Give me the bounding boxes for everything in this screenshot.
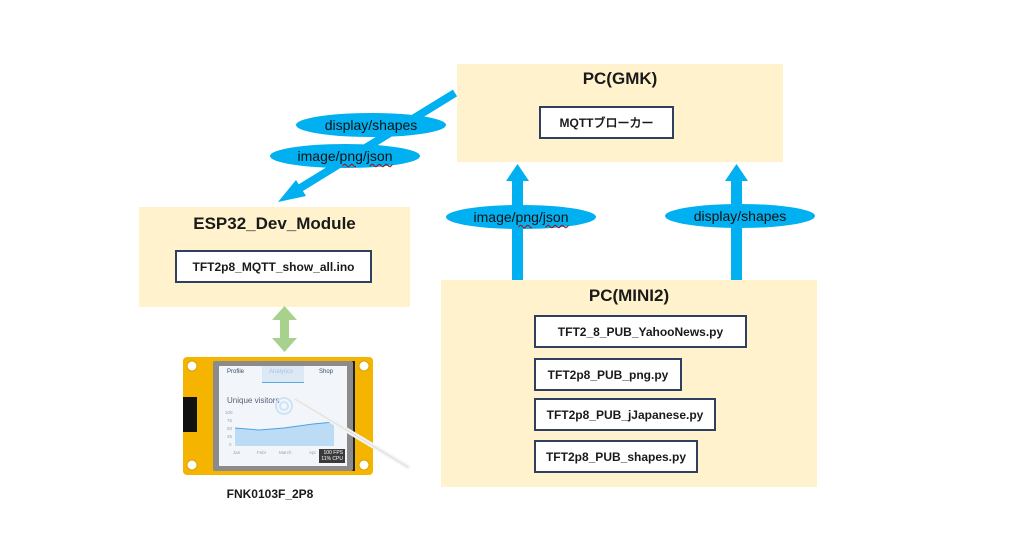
screen-ytick: 75 xyxy=(227,418,233,423)
topic-pill-display-shapes-left: display/shapes xyxy=(296,113,446,137)
screen-tab-analytics: Analytics xyxy=(269,369,294,375)
topic-part: image/ xyxy=(473,209,516,225)
arrow-mini2-to-gmk-image xyxy=(506,164,529,280)
topic-part: json xyxy=(366,148,393,164)
pc-mini2-title: PC(MINI2) xyxy=(588,286,670,305)
arrow-esp32-device-serial xyxy=(272,306,297,352)
screen-xtick: Jan xyxy=(233,450,241,455)
topic-pill-display-shapes-right: display/shapes xyxy=(665,204,815,228)
topic-part: image/ xyxy=(297,148,340,164)
mqtt-broker-box: MQTTブローカー xyxy=(539,106,674,139)
screen-ytick: 50 xyxy=(227,426,233,431)
topic-part: png xyxy=(339,148,363,164)
screen-fps: 100 FPS xyxy=(323,450,343,456)
script-yahoonews-box: TFT2_8_PUB_YahooNews.py xyxy=(534,315,747,348)
pc-gmk-title: PC(GMK) xyxy=(582,69,658,88)
screen-ytick: 100 xyxy=(225,410,233,415)
screen-area-chart xyxy=(234,397,335,446)
topic-part: / xyxy=(362,148,367,164)
topic-part: / xyxy=(538,209,543,225)
screen-tab-shop: Shop xyxy=(319,369,334,375)
screen-tab-profile: Profile xyxy=(227,369,245,375)
topic-part: png xyxy=(515,209,539,225)
esp32-sketch-box: TFT2p8_MQTT_show_all.ino xyxy=(175,250,372,283)
arrow-mini2-to-gmk-shapes xyxy=(725,164,748,280)
screen-cpu: 11% CPU xyxy=(321,456,343,462)
topic-pill-image-png-json-mid: image/png/json xyxy=(446,205,596,229)
screen-xtick: Febr xyxy=(257,450,267,455)
topic-pill-image-png-json-left: image/png/json xyxy=(270,144,420,168)
arrow-gmk-to-esp32 xyxy=(278,89,458,202)
esp32-panel: ESP32_Dev_Module TFT2p8_MQTT_show_all.in… xyxy=(139,207,410,307)
esp32-title: ESP32_Dev_Module xyxy=(193,214,356,233)
stylus-icon xyxy=(292,396,411,470)
screen-xtick: Apr xyxy=(309,450,317,455)
screen-xtick: March xyxy=(279,450,292,455)
screen-chart-title: Unique visitors xyxy=(227,396,280,405)
script-png-box: TFT2p8_PUB_png.py xyxy=(534,358,682,391)
screen-perf-overlay: 100 FPS 11% CPU xyxy=(319,449,345,463)
script-shapes-box: TFT2p8_PUB_shapes.py xyxy=(534,440,698,473)
pc-mini2-panel: PC(MINI2) TFT2_8_PUB_YahooNews.py TFT2p8… xyxy=(441,280,817,487)
script-japanese-box: TFT2p8_PUB_jJapanese.py xyxy=(534,398,716,431)
topic-part: json xyxy=(542,209,569,225)
screen-ytick: 25 xyxy=(227,434,233,439)
device-label: FNK0103F_2P8 xyxy=(226,487,314,501)
screen-ytick: 0 xyxy=(229,442,232,447)
tft-device-image: Profile Analytics Shop Unique visitors 1… xyxy=(183,357,418,477)
pc-gmk-panel: PC(GMK) MQTTブローカー xyxy=(457,64,783,162)
